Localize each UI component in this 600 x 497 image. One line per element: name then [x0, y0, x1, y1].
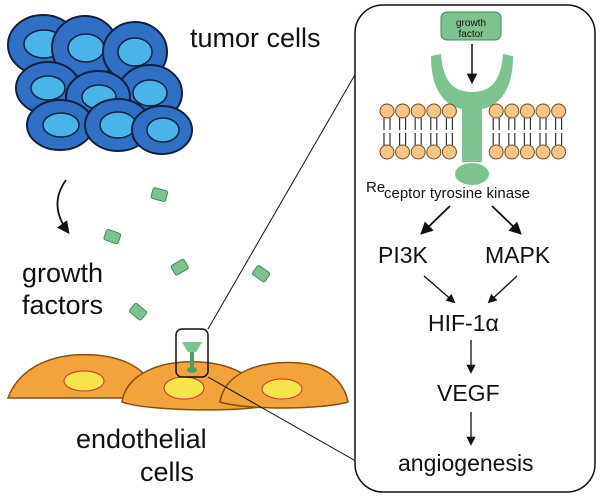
- growth-factor-box-label-line2: factor: [458, 29, 484, 40]
- arrow-receptor-to-mapk: [491, 205, 522, 235]
- growth-factor-box-label: growth factor: [443, 18, 499, 40]
- growth-factor-particle: [170, 258, 189, 276]
- mapk-label: MAPK: [485, 242, 551, 268]
- growth-factors-label-line2: factors: [22, 290, 104, 320]
- zoom-line-bottom: [207, 376, 383, 477]
- growth-factor-particle: [129, 302, 148, 321]
- endothelial-label-line2: cells: [140, 457, 195, 487]
- endothelial-cells: [6, 353, 349, 411]
- phospholipid: [379, 103, 395, 160]
- phospholipid: [519, 103, 535, 160]
- phospholipid: [410, 103, 426, 160]
- growth-factor-box-label-line1: growth: [455, 18, 486, 29]
- pi3k-label: PI3K: [378, 242, 428, 268]
- phospholipid: [551, 103, 567, 160]
- angiogenesis-label: angiogenesis: [398, 450, 534, 476]
- growth-factor-particle: [252, 265, 271, 283]
- phospholipid: [535, 103, 551, 160]
- zoom-box: [175, 328, 209, 378]
- arrow-receptor-to-pi3k: [420, 205, 451, 235]
- arrow-pi3k-to-hif: [423, 275, 456, 304]
- tumor-cells-label: tumor cells: [190, 23, 321, 53]
- receptor-label: ceptor tyrosine kinase: [384, 185, 530, 202]
- receptor: [431, 54, 513, 185]
- lipid-bilayer: [379, 103, 567, 160]
- phospholipid: [426, 103, 442, 160]
- vegf-label: VEGF: [437, 380, 500, 406]
- secretion-arrow: [56, 179, 70, 235]
- growth-factor-box: [440, 11, 502, 41]
- endothelial-cell: [219, 361, 349, 409]
- arrow-mapk-to-hif: [487, 275, 518, 304]
- phospholipid: [395, 103, 411, 160]
- hif-label: HIF-1α: [428, 310, 499, 336]
- growth-factors-label-line1: growth: [22, 258, 104, 288]
- tumor-cell-cluster: [7, 14, 193, 155]
- tumor-cell: [26, 99, 94, 151]
- growth-factor-particle: [103, 228, 122, 245]
- phospholipid: [504, 103, 520, 160]
- growth-factor-particles: [103, 187, 271, 321]
- zoom-line-top: [207, 27, 383, 330]
- tumor-cell: [131, 105, 193, 155]
- mini-receptor: [182, 342, 202, 373]
- endothelial-label-line1: endothelial: [76, 424, 207, 454]
- phospholipid: [441, 103, 457, 160]
- receptor-label-prefix: Re: [366, 179, 386, 196]
- growth-factor-particle: [150, 187, 169, 202]
- phospholipid: [488, 103, 504, 160]
